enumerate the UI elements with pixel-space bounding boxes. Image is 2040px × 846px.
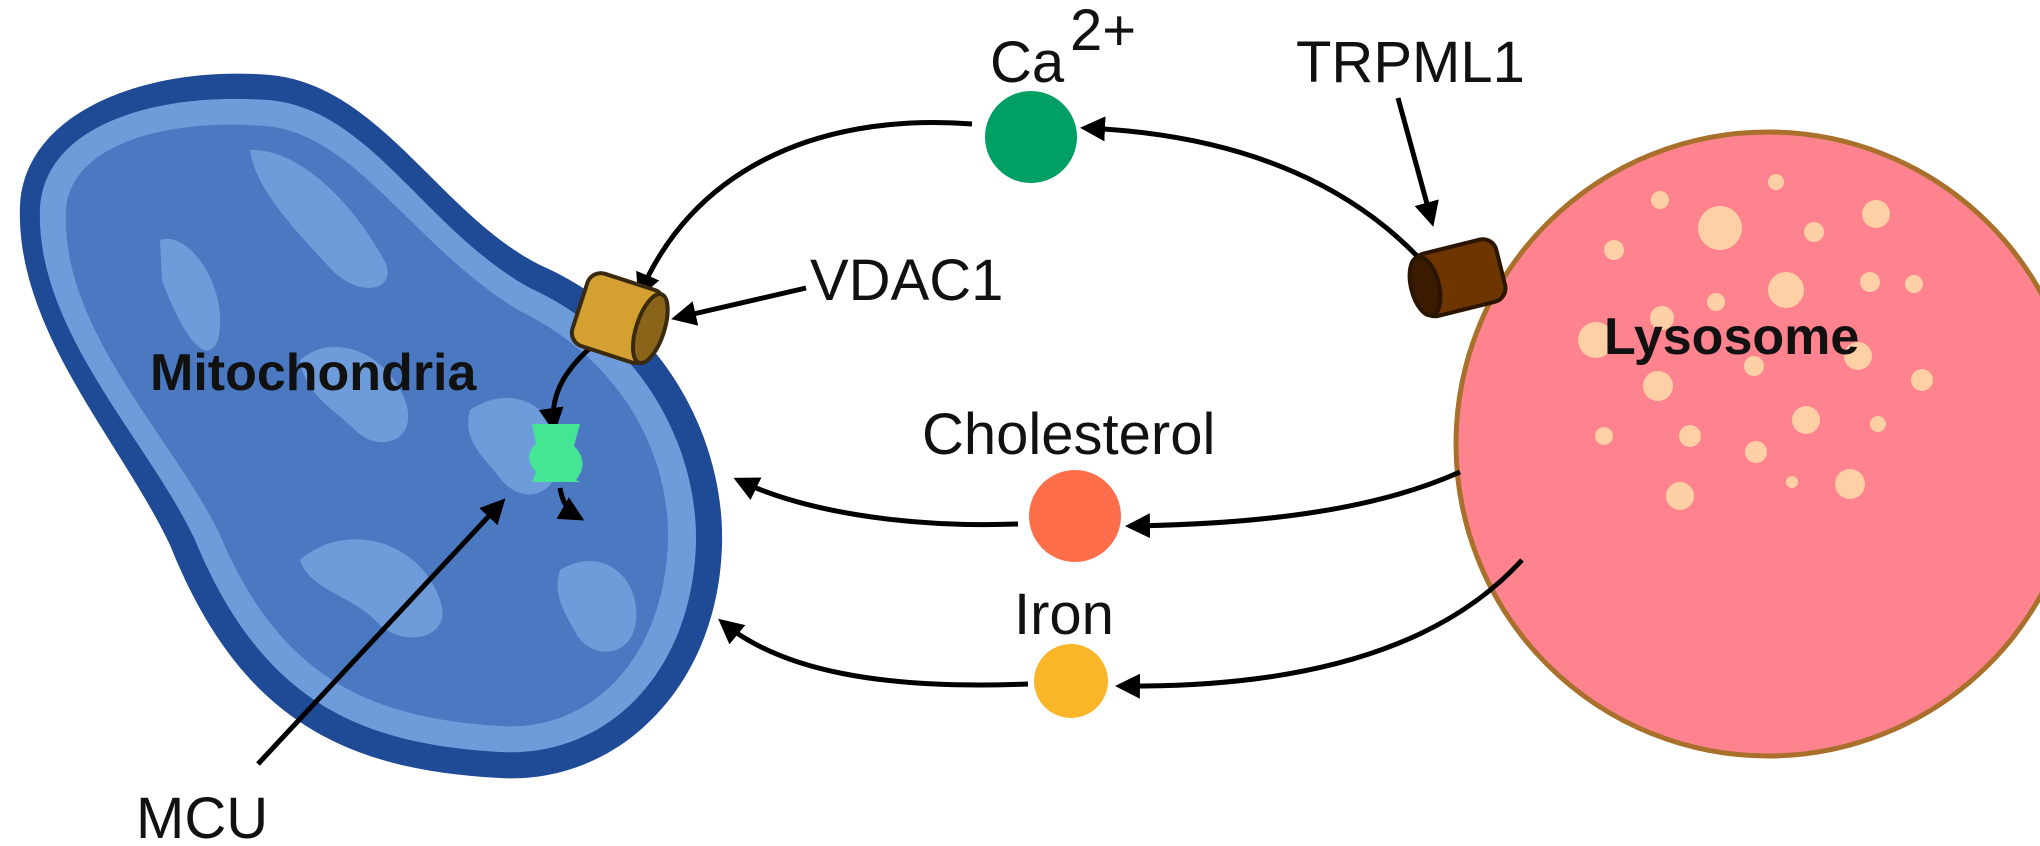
transport-arrows [256, 97, 1524, 766]
cholesterol-molecule [1029, 470, 1121, 562]
mitochondrion-crista [300, 539, 443, 638]
mitochondrion-crista [557, 560, 637, 652]
lysosome-label: Lysosome [1604, 308, 1859, 366]
mitochondrion: Mitochondria [19, 73, 723, 779]
arrow-cholesterol-to-mitochondria [733, 477, 1019, 528]
trpml1-label: TRPML1 [1296, 30, 1525, 95]
vdac1-label: VDAC1 [810, 248, 1003, 313]
cholesterol-label: Cholesterol [922, 402, 1215, 467]
mcu-channel [529, 424, 583, 482]
lysosome: Lysosome [1453, 129, 2040, 759]
vdac1-channel [569, 271, 670, 366]
pointer-mcu [256, 498, 506, 766]
arrow-lysosome-to-cholesterol [1125, 469, 1462, 539]
calcium-ion [985, 91, 1077, 183]
mcu-label: MCU [136, 786, 268, 846]
arrow-iron-to-mitochondria [718, 618, 1029, 688]
mitochondrion-crista [300, 346, 409, 443]
calcium-charge-label: 2+ [1070, 0, 1136, 63]
arrow-lysosome-to-iron [1115, 558, 1524, 699]
iron-label: Iron [1014, 582, 1114, 647]
lysosome-vesicles [1578, 174, 1933, 510]
arrow-trpml1-to-calcium [1080, 116, 1432, 272]
mitochondria-label: Mitochondria [150, 344, 478, 402]
pointer-trpml1 [1395, 97, 1439, 227]
arrow-calcium-to-vdac1 [636, 120, 973, 299]
trpml1-channel [1407, 237, 1508, 319]
arrow-vdac1-to-mcu [538, 346, 592, 433]
iron-ion [1034, 644, 1108, 718]
calcium-label: Ca [990, 30, 1065, 95]
arrow-mcu-into-matrix [556, 487, 585, 521]
mitochondrion-crista [250, 149, 388, 288]
pointer-vdac1 [671, 285, 807, 326]
mitochondrion-crista [160, 238, 221, 351]
lysosome-body [1453, 129, 2040, 759]
